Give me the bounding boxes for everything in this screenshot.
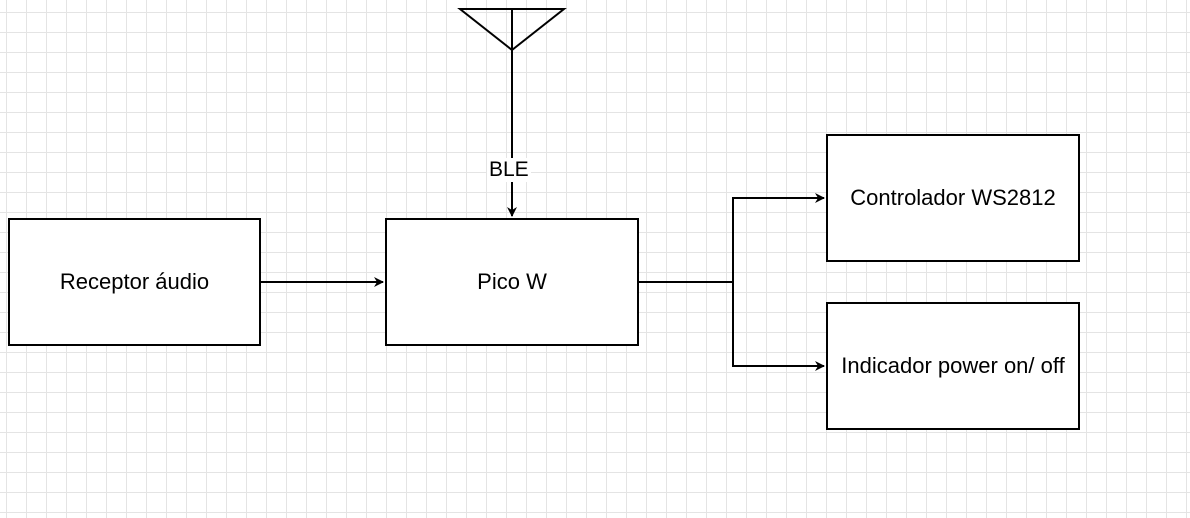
- ble-edge-label: BLE: [487, 158, 531, 182]
- node-pico-w: Pico W: [385, 218, 639, 346]
- node-receptor-audio-label: Receptor áudio: [59, 269, 210, 294]
- antenna-icon: [457, 8, 567, 52]
- node-controlador-label: Controlador WS2812: [850, 185, 1056, 210]
- edge-pico-to-indicador: [732, 282, 825, 371]
- node-receptor-audio: Receptor áudio: [8, 218, 261, 346]
- node-indicador-power: Indicador power on/ off: [826, 302, 1080, 430]
- node-controlador-ws2812: Controlador WS2812: [826, 134, 1080, 262]
- node-pico-w-label: Pico W: [477, 269, 547, 294]
- edge-pico-to-controlador: [639, 193, 825, 283]
- node-indicador-label: Indicador power on/ off: [841, 353, 1065, 378]
